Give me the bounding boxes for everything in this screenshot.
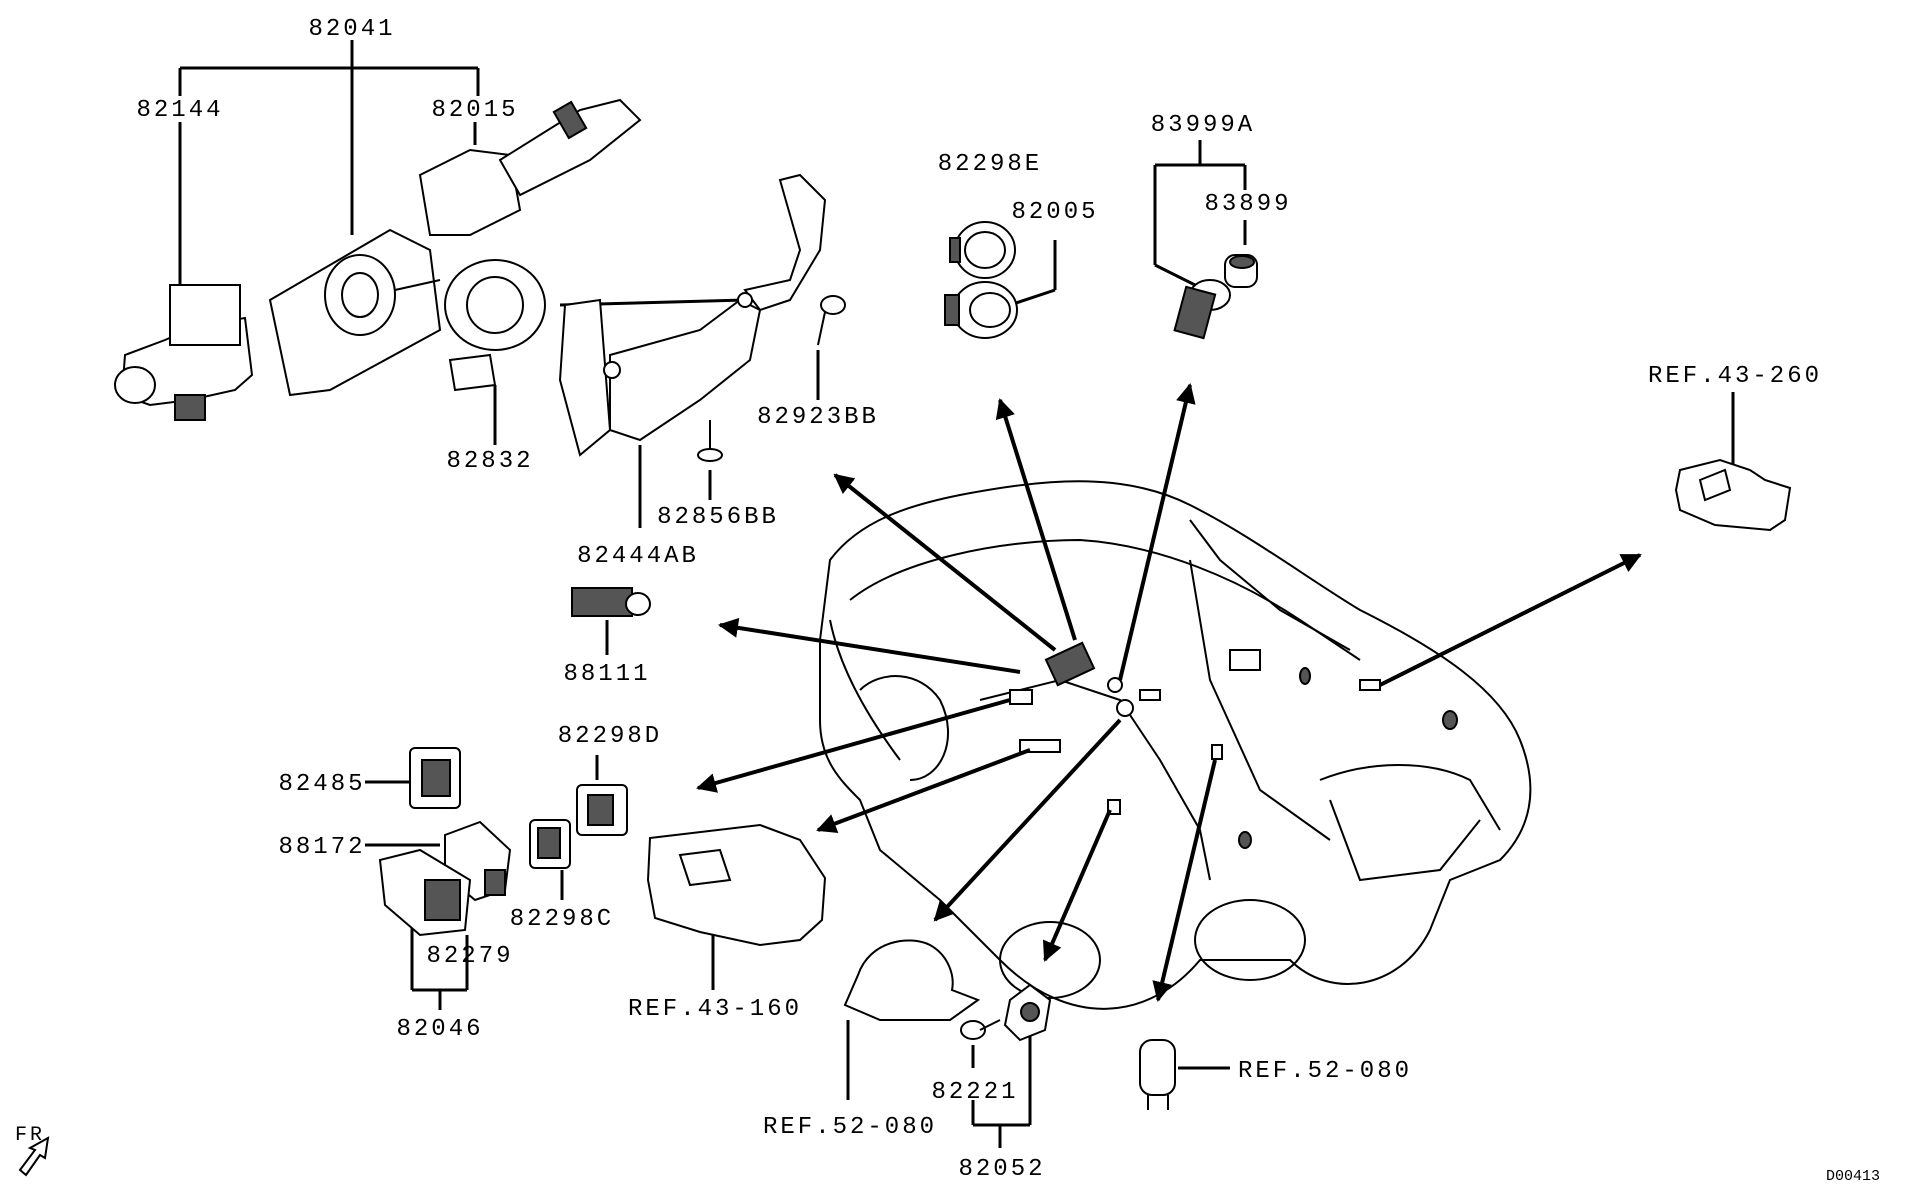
screw-82923bb-part bbox=[817, 295, 846, 346]
label-82041: 82041 bbox=[308, 16, 395, 43]
label-82052: 82052 bbox=[958, 1156, 1045, 1183]
label-82144: 82144 bbox=[136, 97, 223, 124]
label-82221: 82221 bbox=[931, 1079, 1018, 1106]
label-88172: 88172 bbox=[278, 834, 365, 861]
label-82279: 82279 bbox=[426, 943, 513, 970]
switch-82298e-part bbox=[949, 221, 1016, 279]
ref43-260-part bbox=[1674, 458, 1792, 532]
front-direction-arrow-icon bbox=[18, 1136, 50, 1177]
switch-82485-part bbox=[409, 747, 461, 809]
label-82046: 82046 bbox=[396, 1016, 483, 1043]
label-ref43-160: REF.43-160 bbox=[628, 996, 802, 1023]
pointer-arrows bbox=[696, 383, 1642, 1002]
switch-82005-part bbox=[944, 281, 1018, 339]
label-82832: 82832 bbox=[446, 448, 533, 475]
label-fr: FR bbox=[15, 1124, 45, 1147]
column-switch-82041-part bbox=[268, 228, 442, 397]
switch-82298c-part bbox=[529, 819, 571, 869]
ref43-160-part bbox=[646, 823, 827, 947]
switch-82052-part bbox=[1003, 983, 1052, 1042]
switch-88111-part bbox=[571, 587, 651, 617]
drawing-number: D00413 bbox=[1826, 1168, 1880, 1185]
screw-82221-part bbox=[960, 1019, 1001, 1040]
switch-83999a-part bbox=[1173, 279, 1231, 340]
ref52-080-lamp-part bbox=[1139, 1039, 1176, 1110]
ref52-080-dome-part bbox=[843, 939, 981, 1021]
vehicle-outline bbox=[819, 480, 1532, 1010]
label-82923bb: 82923BB bbox=[757, 404, 879, 431]
switch-83899-part bbox=[1224, 254, 1258, 288]
label-88111: 88111 bbox=[563, 661, 650, 688]
label-82015: 82015 bbox=[431, 97, 518, 124]
label-83999a: 83999A bbox=[1151, 112, 1255, 139]
label-82298c: 82298C bbox=[510, 906, 614, 933]
clock-spring-82832-part bbox=[444, 259, 546, 392]
label-82298d: 82298D bbox=[558, 723, 662, 750]
label-83899: 83899 bbox=[1204, 191, 1291, 218]
label-82485: 82485 bbox=[278, 771, 365, 798]
label-ref52-080-a: REF.52-080 bbox=[763, 1114, 937, 1141]
label-ref52-080-b: REF.52-080 bbox=[1238, 1058, 1412, 1085]
label-82298e: 82298E bbox=[938, 151, 1042, 178]
paddle-bracket-82444ab-part bbox=[558, 173, 827, 457]
leader-lines bbox=[178, 40, 1735, 1148]
label-82005: 82005 bbox=[1011, 199, 1098, 226]
bolt-82856bb-part bbox=[697, 420, 723, 462]
label-82856bb: 82856BB bbox=[657, 504, 779, 531]
label-ref43-260: REF.43-260 bbox=[1648, 363, 1822, 390]
label-82444ab: 82444AB bbox=[577, 543, 699, 570]
switch-82144-part bbox=[114, 284, 254, 421]
wiper-switch-82015-part bbox=[418, 98, 642, 236]
switch-82279-part bbox=[378, 848, 472, 937]
switch-82298d-part bbox=[576, 784, 628, 836]
